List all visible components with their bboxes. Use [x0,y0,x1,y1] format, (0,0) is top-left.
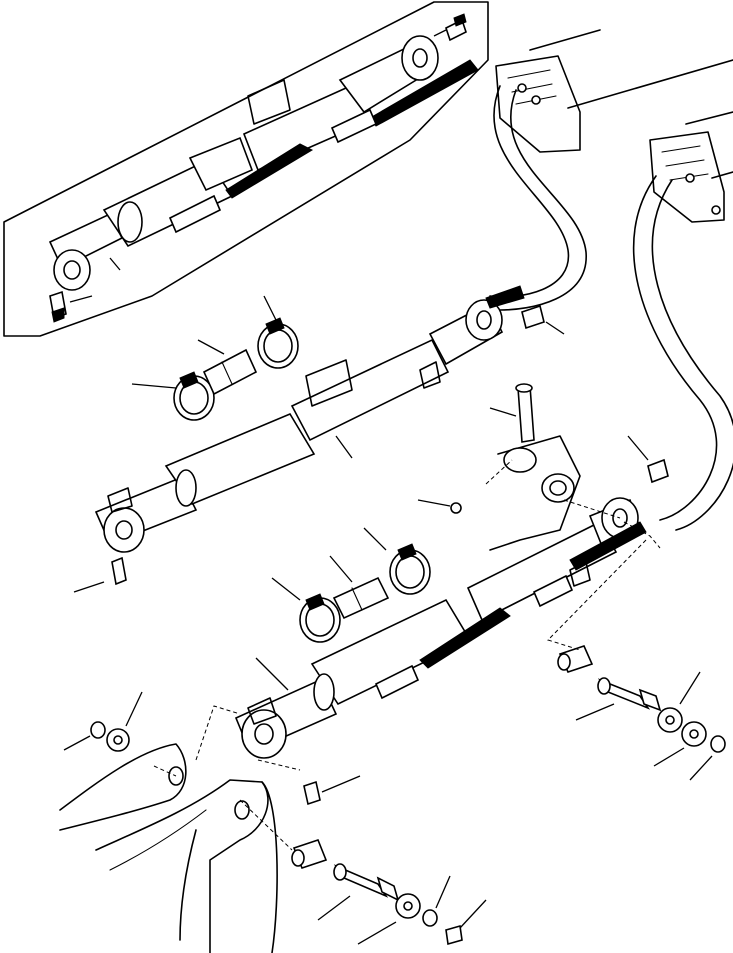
leader-line [489,407,517,417]
leader-line [271,577,301,601]
leader-line [197,339,225,355]
inset-frame [3,1,489,337]
leader-line [357,921,397,945]
leader-line [545,321,565,335]
washer-bottom [395,893,421,919]
leader-line [131,383,177,389]
washer-left [106,728,130,752]
leader-line [321,775,361,793]
mounting-bracket [489,435,581,551]
leader-line [263,295,277,321]
alignment-lines [153,459,661,851]
manifold-bracket-upper [495,29,733,153]
bolt-bottom [445,924,463,946]
grease-fitting-middle-left [111,556,127,586]
leader-line [689,755,713,781]
leader-line [433,29,447,37]
leader-line [329,555,353,583]
leader-line [73,581,105,593]
clamp-pad-middle [202,348,258,396]
hose-clamp-lower-left [299,593,341,643]
mounting-bolt [515,383,535,443]
grease-fitting-right [647,458,669,484]
hose-clamp-middle-left [173,371,215,421]
washer-right-1 [657,707,683,733]
leader-line [627,435,649,461]
leader-line [435,875,451,909]
leader-line [109,257,121,271]
hydraulic-hose-upper [489,85,587,311]
inset-detail-panel [3,1,489,337]
leader-line [363,527,387,551]
bushing-bottom [291,839,328,869]
pin-bottom [333,863,400,902]
hydraulic-hose-lower [632,175,733,531]
nut-small [450,502,462,514]
leader-line [63,735,91,751]
washer-right-2 [681,721,707,747]
leader-line [69,295,93,303]
leader-line [317,895,351,921]
inset-cylinder [48,35,479,291]
clamp-pad-lower [332,576,390,620]
inset-grease-fitting-bottom [49,290,67,323]
grease-fitting-middle-right [521,304,545,330]
grease-fitting-lower [303,780,321,806]
inset-grease-fitting-top [445,13,467,42]
hydraulic-cylinder-lower [234,497,647,759]
snap-ring-right [710,735,726,753]
pin-right [597,677,662,712]
callout-leaders [63,295,713,945]
bushing-right [557,645,594,673]
hose-clamp-lower-right [389,543,431,595]
leader-line [417,499,451,507]
boom-frame [59,743,278,953]
leader-line [575,703,615,721]
snap-ring-bottom [422,909,438,927]
hose-clamp-middle-right [257,317,299,369]
leader-line [125,691,143,727]
leader-line [459,899,487,929]
manifold-bracket-lower [649,111,733,223]
hydraulic-cylinder-middle [94,285,525,553]
leader-line [335,435,353,459]
leader-line [653,747,685,767]
leader-line [679,671,701,705]
leader-line [255,657,289,691]
snap-ring-left [90,721,106,739]
